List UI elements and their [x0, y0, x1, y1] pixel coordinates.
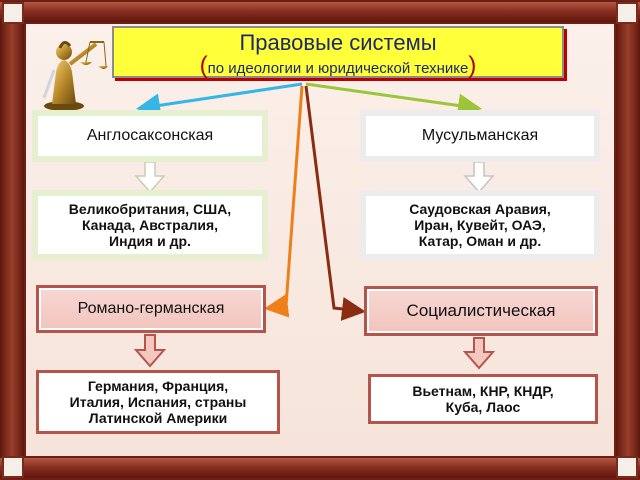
down-arrow-icon: [133, 334, 167, 368]
system-socialist-countries: Вьетнам, КНР, КНДР, Куба, Лаос: [368, 374, 598, 424]
arrow-to-anglo: [136, 82, 303, 118]
system-muslim: Мусульманская: [360, 110, 600, 162]
page-subtitle: (по идеологии и юридической технике): [114, 52, 562, 80]
system-muslim-countries: Саудовская Аравия, Иран, Кувейт, ОАЭ, Ка…: [360, 190, 600, 260]
country-line: Саудовская Аравия,: [409, 201, 551, 217]
down-arrow-icon: [134, 161, 166, 194]
country-line: Индия и др.: [109, 233, 191, 249]
system-romano-countries: Германия, Франция, Италия, Испания, стра…: [36, 370, 280, 434]
country-line: Германия, Франция,: [87, 378, 229, 394]
country-line: Латинской Америки: [88, 410, 228, 426]
down-arrow-icon: [463, 161, 495, 194]
frame-bottom-bar: [0, 458, 640, 478]
subtitle-paren-open: (: [199, 52, 208, 79]
frame-corner: [616, 456, 638, 478]
country-line: Катар, Оман и др.: [418, 233, 542, 249]
system-romano: Романо-германская: [36, 285, 266, 333]
system-romano-name: Романо-германская: [77, 300, 225, 317]
system-anglo: Англосаксонская: [32, 110, 268, 162]
system-anglo-countries: Великобритания, США, Канада, Австралия, …: [32, 190, 268, 260]
arrow-to-muslim: [305, 82, 482, 118]
country-line: Куба, Лаос: [445, 399, 521, 415]
arrow-to-socialist: [304, 85, 366, 321]
country-line: Канада, Австралия,: [81, 217, 219, 233]
subtitle-text: по идеологии и юридической технике: [207, 60, 469, 77]
justice-statue-icon: [42, 41, 108, 111]
frame-corner: [2, 456, 24, 478]
country-line: Великобритания, США,: [68, 201, 232, 217]
system-muslim-name: Мусульманская: [421, 127, 539, 144]
country-line: Италия, Испания, страны: [69, 394, 247, 410]
country-line: Иран, Кувейт, ОАЭ,: [414, 217, 546, 233]
frame-top-bar: [0, 2, 640, 22]
system-anglo-name: Англосаксонская: [86, 127, 214, 144]
subtitle-paren-close: ): [468, 52, 477, 79]
down-arrow-icon: [462, 337, 496, 370]
frame-right-bar: [616, 22, 640, 458]
system-socialist: Социалистическая: [364, 286, 598, 336]
arrow-to-romano: [264, 85, 304, 318]
frame-left-bar: [0, 22, 24, 458]
frame-corner: [616, 2, 638, 24]
title-box: Правовые системы (по идеологии и юридиче…: [112, 26, 564, 78]
frame-corner: [2, 2, 24, 24]
page-title: Правовые системы: [239, 30, 437, 55]
country-line: Вьетнам, КНР, КНДР,: [412, 383, 554, 399]
system-socialist-name: Социалистическая: [406, 301, 556, 320]
